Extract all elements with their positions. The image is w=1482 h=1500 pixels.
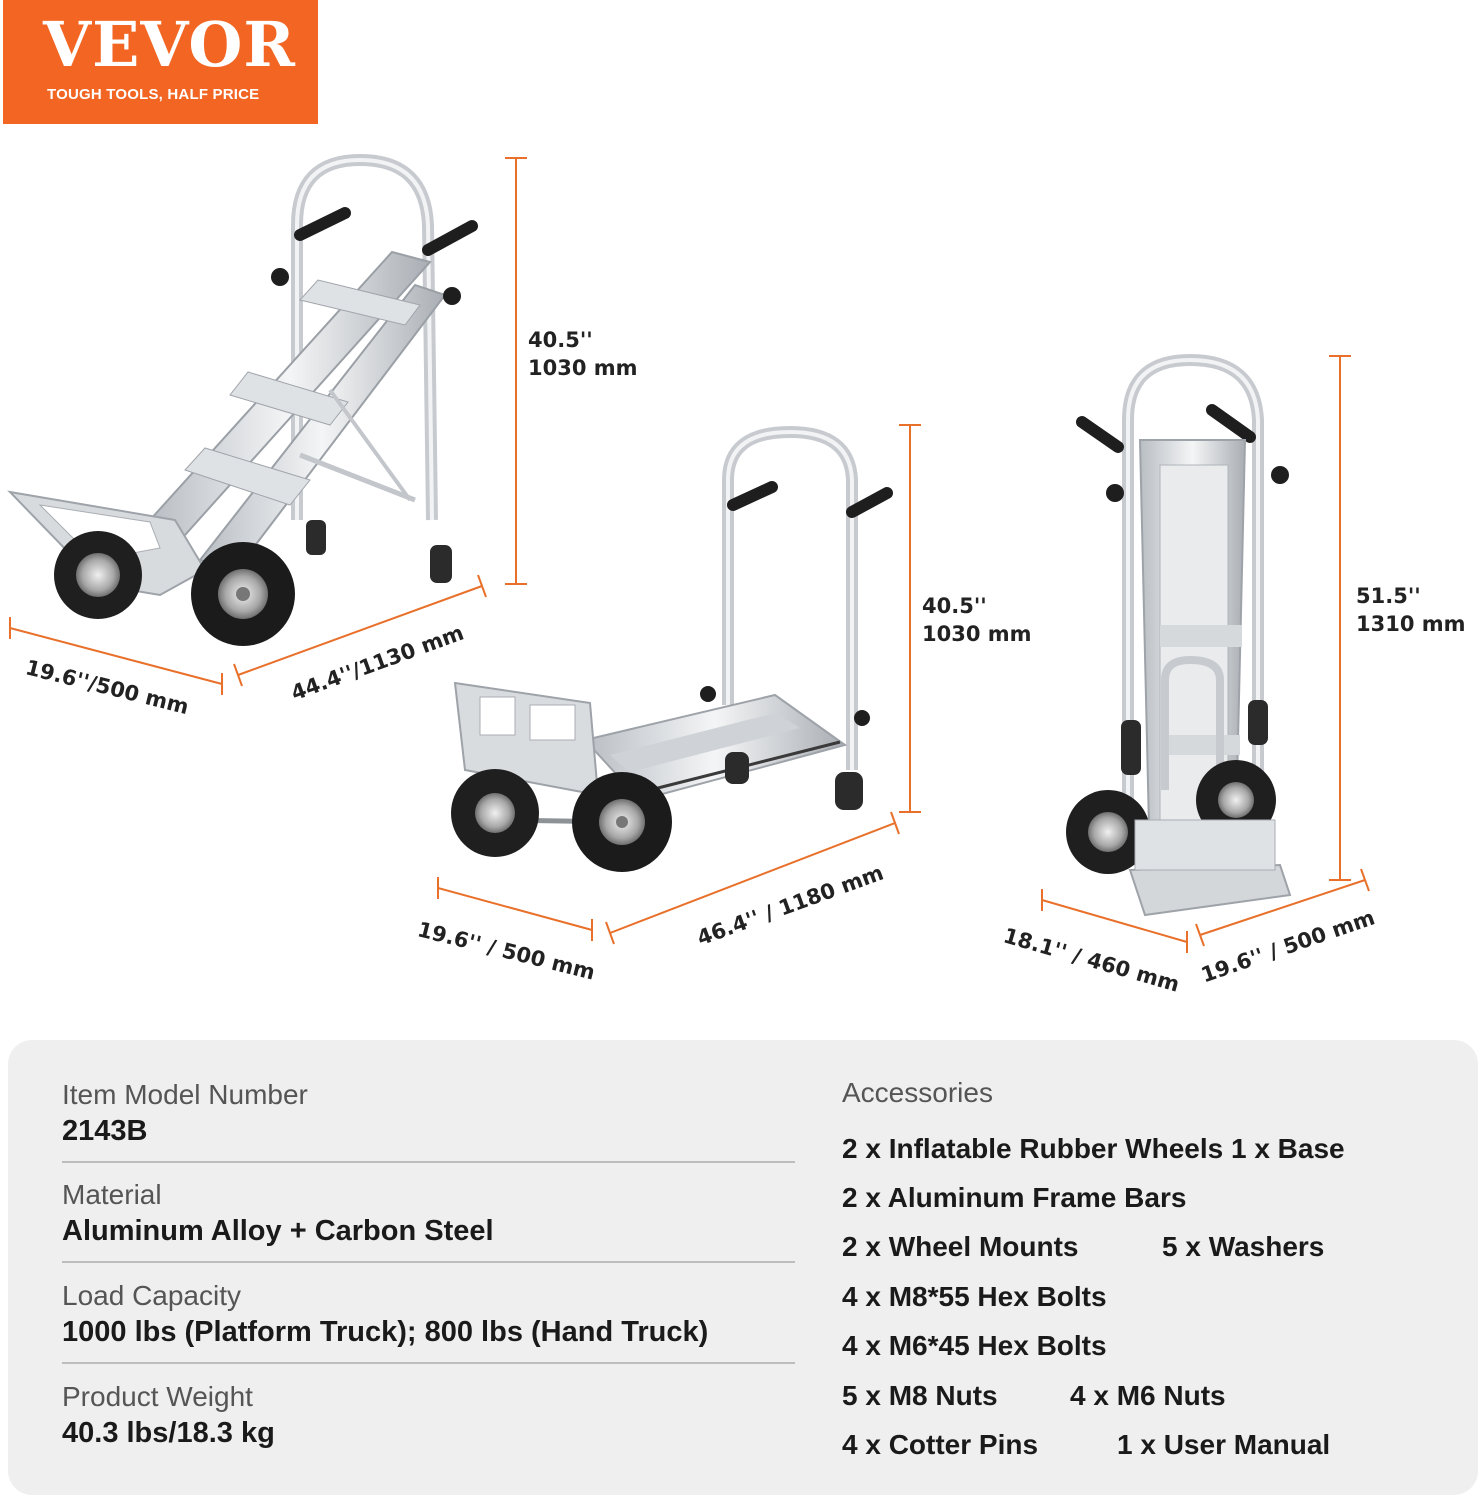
spec-material: Material Aluminum Alloy + Carbon Steel bbox=[62, 1178, 795, 1263]
accessory-row: 2 x Wheel Mounts 5 x Washers bbox=[842, 1222, 1345, 1271]
accessory-item: 4 x M6 Nuts bbox=[1070, 1379, 1226, 1411]
spec-label: Item Model Number bbox=[62, 1079, 308, 1110]
spec-value: Aluminum Alloy + Carbon Steel bbox=[62, 1214, 494, 1247]
spec-product-weight: Product Weight 40.3 lbs/18.3 kg bbox=[62, 1380, 795, 1453]
accessory-item: 4 x Cotter Pins bbox=[842, 1428, 1039, 1460]
truck3-height-label: 51.5'' 1310 mm bbox=[1356, 584, 1466, 637]
dimension-lines-truck-3 bbox=[1041, 355, 1370, 953]
accessory-item: 2 x Aluminum Frame Bars bbox=[842, 1181, 1187, 1213]
spec-label: Product Weight bbox=[62, 1381, 253, 1412]
spec-load-capacity: Load Capacity 1000 lbs (Platform Truck);… bbox=[62, 1279, 795, 1364]
accessory-item: 2 x Inflatable Rubber Wheels 1 x Base bbox=[842, 1132, 1345, 1164]
accessory-row: 4 x Cotter Pins 1 x User Manual bbox=[842, 1420, 1345, 1469]
specs-panel bbox=[8, 1040, 1478, 1495]
spec-value: 1000 lbs (Platform Truck); 800 lbs (Hand… bbox=[62, 1315, 709, 1348]
divider bbox=[62, 1260, 795, 1263]
accessory-item: 2 x Wheel Mounts bbox=[842, 1231, 1079, 1263]
truck2-height-label: 40.5'' 1030 mm bbox=[922, 594, 1032, 647]
accessory-row: 4 x M8*55 Hex Bolts bbox=[842, 1272, 1345, 1321]
accessories-heading: Accessories bbox=[842, 1077, 993, 1108]
accessory-item: 1 x User Manual bbox=[1117, 1428, 1331, 1460]
hand-truck-angled-illustration bbox=[7, 153, 478, 646]
spec-label: Load Capacity bbox=[62, 1280, 242, 1311]
accessories-list: Accessories 2 x Inflatable Rubber Wheels… bbox=[842, 1076, 1345, 1469]
platform-truck-illustration bbox=[451, 425, 893, 872]
accessory-row: 2 x Inflatable Rubber Wheels 1 x Base bbox=[842, 1124, 1345, 1173]
accessory-item: 5 x Washers bbox=[1162, 1231, 1325, 1263]
spec-value: 40.3 lbs/18.3 kg bbox=[62, 1416, 275, 1449]
spec-model-number: Item Model Number 2143B bbox=[62, 1078, 795, 1163]
divider bbox=[62, 1361, 795, 1364]
dimension-lines-truck-1 bbox=[9, 157, 527, 695]
spec-value: 2143B bbox=[62, 1114, 148, 1147]
brand-name: VEVOR bbox=[43, 8, 296, 81]
dimension-lines-truck-2 bbox=[437, 424, 921, 945]
accessory-item: 5 x M8 Nuts bbox=[842, 1379, 998, 1411]
accessory-item: 4 x M6*45 Hex Bolts bbox=[842, 1330, 1107, 1362]
product-illustrations bbox=[7, 153, 1370, 953]
hand-truck-upright-illustration bbox=[1066, 353, 1292, 917]
truck1-height-label: 40.5'' 1030 mm bbox=[528, 328, 638, 381]
accessory-row: 5 x M8 Nuts 4 x M6 Nuts bbox=[842, 1371, 1345, 1420]
divider bbox=[62, 1160, 795, 1163]
spec-label: Material bbox=[62, 1179, 162, 1210]
accessory-item: 4 x M8*55 Hex Bolts bbox=[842, 1280, 1107, 1312]
brand-logo: VEVOR TOUGH TOOLS, HALF PRICE bbox=[3, 0, 318, 124]
accessory-row: 4 x M6*45 Hex Bolts bbox=[842, 1321, 1345, 1370]
brand-tagline: TOUGH TOOLS, HALF PRICE bbox=[47, 86, 260, 103]
accessory-row: 2 x Aluminum Frame Bars bbox=[842, 1173, 1345, 1222]
